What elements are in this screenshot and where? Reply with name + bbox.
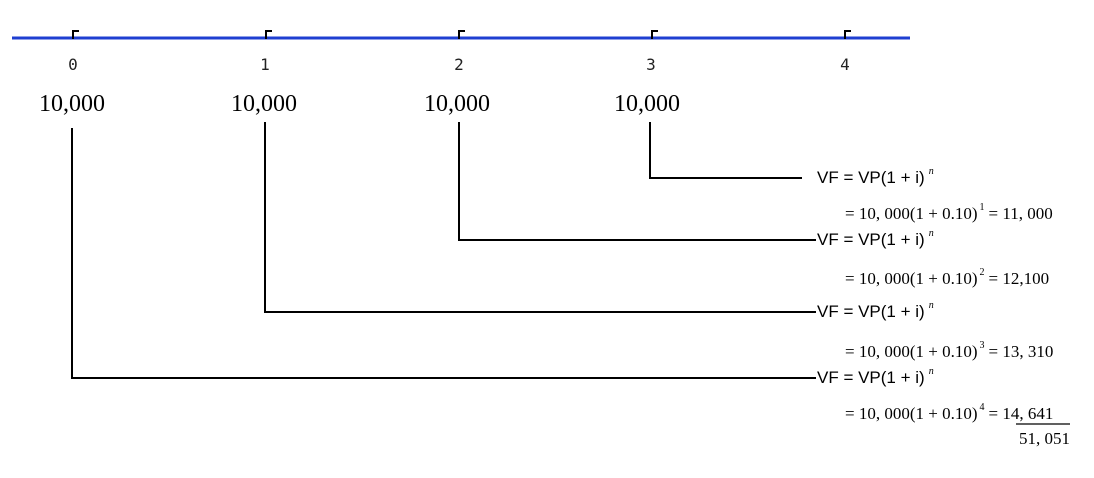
period-tick-1 (265, 30, 272, 39)
period-tick-2 (458, 30, 465, 39)
formula-period-1: VF = VP(1 + i)n (817, 300, 934, 321)
period-label-2: 2 (454, 55, 464, 74)
connector-line-3 (649, 122, 802, 179)
period-tick-0 (72, 30, 79, 39)
connector-line-2 (458, 122, 816, 241)
calculation-period-2: = 10, 000(1 + 0.10)2= 12,100 (845, 267, 1049, 288)
deposit-amount-2: 10,000 (424, 91, 490, 117)
connector-line-1 (264, 122, 816, 313)
period-label-3: 3 (646, 55, 656, 74)
deposit-amount-0: 10,000 (39, 91, 105, 117)
period-tick-4 (844, 30, 851, 39)
formula-period-3: VF = VP(1 + i)n (817, 166, 934, 187)
formula-period-2: VF = VP(1 + i)n (817, 228, 934, 249)
period-label-4: 4 (840, 55, 850, 74)
period-label-1: 1 (260, 55, 270, 74)
deposit-amount-3: 10,000 (614, 91, 680, 117)
period-tick-3 (651, 30, 658, 39)
deposit-amount-1: 10,000 (231, 91, 297, 117)
calculation-period-1: = 10, 000(1 + 0.10)3= 13, 310 (845, 340, 1053, 361)
period-label-0: 0 (68, 55, 78, 74)
formula-period-0: VF = VP(1 + i)n (817, 366, 934, 387)
connector-line-0 (71, 128, 816, 379)
future-value-total: 51, 051 (1019, 429, 1070, 448)
calculation-period-3: = 10, 000(1 + 0.10)1= 11, 000 (845, 202, 1053, 223)
calculation-period-0: = 10, 000(1 + 0.10)4= 14, 641 (845, 402, 1053, 423)
